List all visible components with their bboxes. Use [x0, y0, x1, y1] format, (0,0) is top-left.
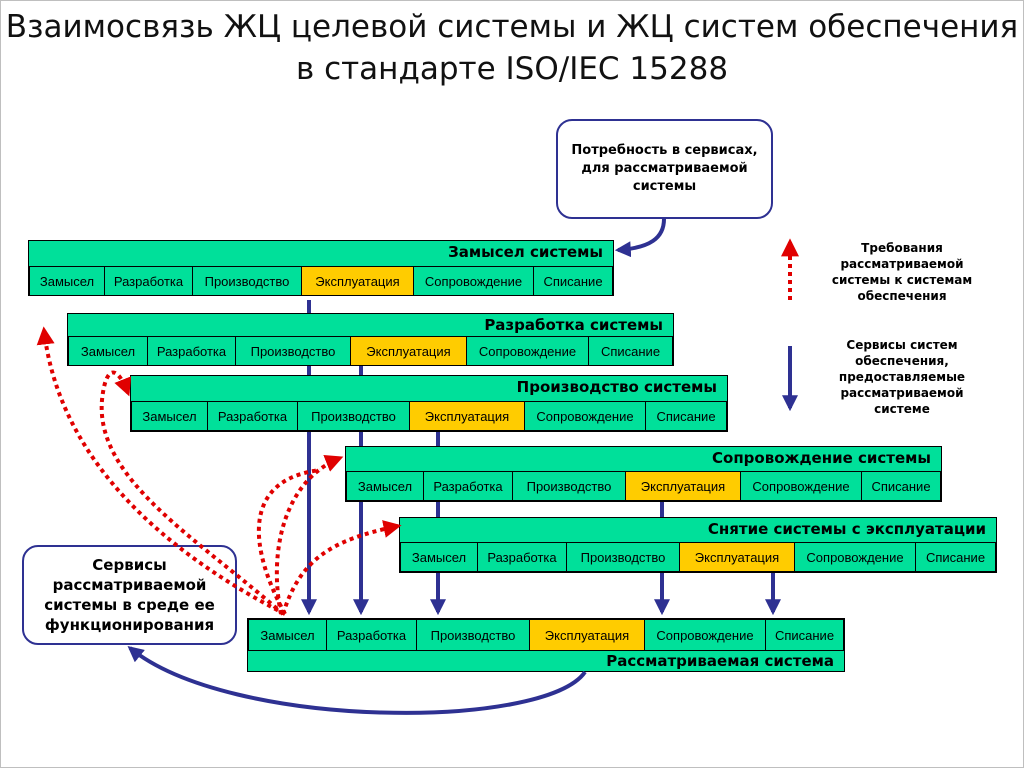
req-arrow-production: [274, 455, 344, 615]
target-to-services-arrow: [127, 645, 587, 715]
stage-cell: Разработка: [423, 471, 513, 501]
stage-cell: Списание: [861, 471, 941, 501]
stage-cell: Производство: [192, 266, 302, 296]
stage-cell-highlighted: Эксплуатация: [625, 471, 741, 501]
system-box-support: Сопровождение системы Замысел Разработка…: [345, 446, 942, 502]
stage-cell: Списание: [533, 266, 613, 296]
system-box-target: Замысел Разработка Производство Эксплуат…: [247, 618, 845, 672]
system-title: Снятие системы с эксплуатации: [707, 520, 986, 538]
stage-cell: Замысел: [400, 542, 478, 572]
stage-cell: Списание: [588, 336, 673, 366]
stage-cell: Списание: [765, 619, 844, 651]
system-title: Сопровождение системы: [712, 449, 931, 467]
slide-title: Взаимосвязь ЖЦ целевой системы и ЖЦ сист…: [5, 9, 1019, 87]
stage-cell: Замысел: [248, 619, 327, 651]
system-box-production: Производство системы Замысел Разработка …: [130, 375, 728, 432]
stage-cell: Замысел: [346, 471, 424, 501]
stage-cell: Замысел: [68, 336, 148, 366]
stage-cell: Разработка: [477, 542, 567, 572]
stage-cell-highlighted: Эксплуатация: [679, 542, 795, 572]
req-arrow-development: [99, 370, 285, 616]
system-title: Рассматриваемая система: [606, 652, 834, 670]
system-box-concept: Замысел системы Замысел Разработка Произ…: [28, 240, 614, 296]
system-title: Замысел системы: [448, 243, 603, 261]
stage-cell-highlighted: Эксплуатация: [301, 266, 414, 296]
stage-row: Замысел Разработка Производство Эксплуат…: [400, 542, 996, 572]
stage-cell: Сопровождение: [644, 619, 766, 651]
req-arrow-concept: [36, 326, 286, 616]
stage-cell: Списание: [915, 542, 996, 572]
stage-cell: Сопровождение: [794, 542, 916, 572]
need-to-concept-arrow: [614, 218, 666, 258]
stage-cell: Производство: [512, 471, 626, 501]
legend-requirements-label: Требования рассматриваемой системы к сис…: [831, 241, 973, 303]
stage-row: Замысел Разработка Производство Эксплуат…: [131, 401, 727, 431]
stage-row: Замысел Разработка Производство Эксплуат…: [29, 266, 613, 296]
req-arrow-retirement: [256, 468, 321, 615]
stage-cell: Сопровождение: [524, 401, 646, 431]
stage-cell: Сопровождение: [740, 471, 862, 501]
stage-cell: Разработка: [147, 336, 236, 366]
stage-cell: Замысел: [29, 266, 105, 296]
system-title: Разработка системы: [484, 316, 663, 334]
stage-cell-highlighted: Эксплуатация: [350, 336, 467, 366]
stage-row: Замысел Разработка Производство Эксплуат…: [68, 336, 673, 366]
stage-cell: Производство: [566, 542, 680, 572]
stage-cell: Разработка: [104, 266, 193, 296]
legend-services-label: Сервисы систем обеспечения, предоставляе…: [838, 338, 966, 416]
stage-cell: Разработка: [326, 619, 417, 651]
stage-cell: Производство: [416, 619, 530, 651]
stage-cell: Сопровождение: [466, 336, 589, 366]
system-box-development: Разработка системы Замысел Разработка Пр…: [67, 313, 674, 366]
stage-cell: Списание: [645, 401, 727, 431]
stage-cell-highlighted: Эксплуатация: [529, 619, 645, 651]
stage-cell: Замысел: [131, 401, 208, 431]
stage-row: Замысел Разработка Производство Эксплуат…: [248, 619, 844, 651]
stage-cell: Разработка: [207, 401, 298, 431]
stage-cell-highlighted: Эксплуатация: [409, 401, 525, 431]
system-box-retirement: Снятие системы с эксплуатации Замысел Ра…: [399, 517, 997, 573]
system-title: Производство системы: [516, 378, 717, 396]
stage-row: Замысел Разработка Производство Эксплуат…: [346, 471, 941, 501]
stage-cell: Производство: [235, 336, 351, 366]
services-need-callout: Потребность в сервисах, для рассматривае…: [556, 119, 773, 219]
req-arrow-support: [281, 520, 402, 615]
